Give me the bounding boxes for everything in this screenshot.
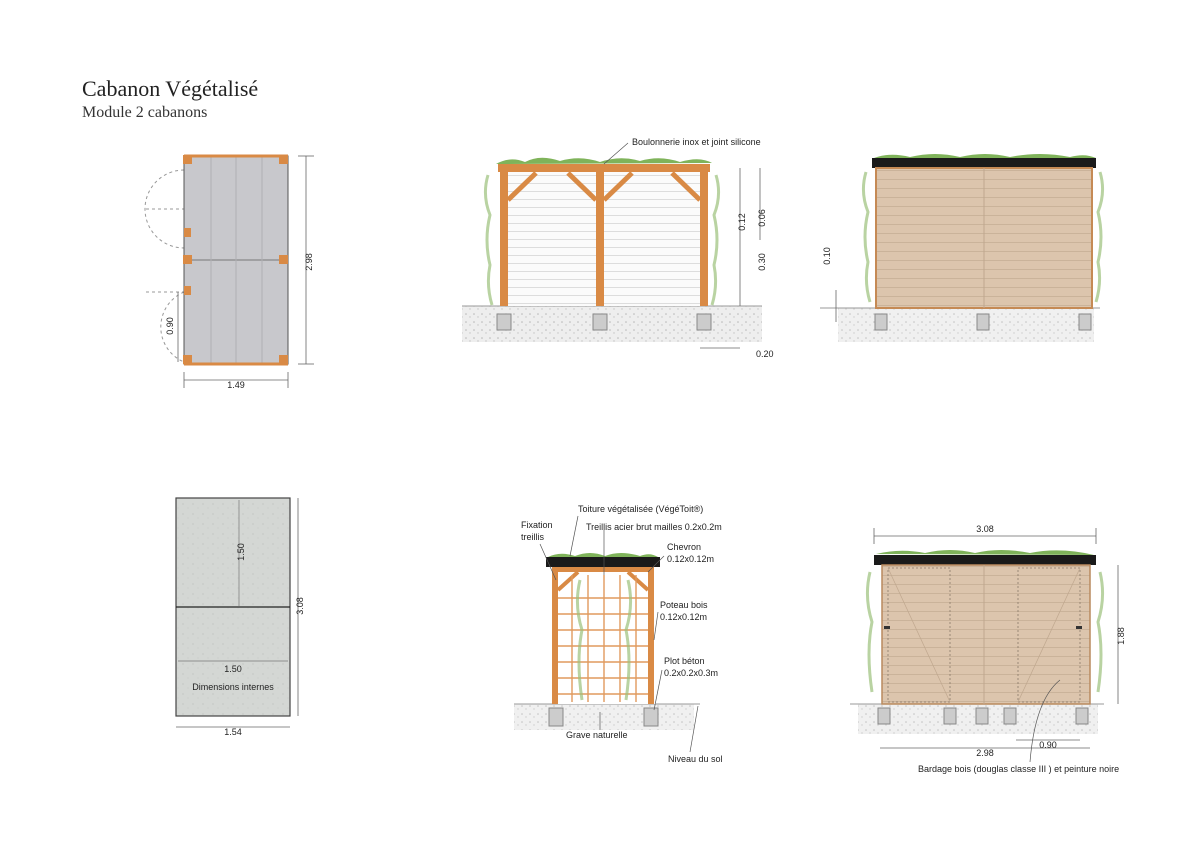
section-plot-label-1: Plot béton <box>664 656 705 666</box>
section-gravel-label: Grave naturelle <box>566 730 628 740</box>
section-chevron-label-1: Chevron <box>667 542 701 552</box>
section-fixation-label-1: Fixation <box>521 520 553 530</box>
back-dim: 0.10 <box>822 247 832 265</box>
section-roof <box>546 557 660 567</box>
front-elevation: Boulonnerie inox et joint silicone 0.12 … <box>462 137 774 359</box>
section-fixation-label-2: treillis <box>521 532 545 542</box>
front-roof-vegetation <box>496 157 712 164</box>
section-plot-label-2: 0.2x0.2x0.3m <box>664 668 718 678</box>
plan-outer-length-dim: 3.08 <box>295 597 305 615</box>
plan-top-length: 2.98 <box>304 253 314 271</box>
front-dim-d: 0.20 <box>756 349 774 359</box>
page-subtitle: Module 2 cabanons <box>82 104 208 121</box>
section-trellis-label: Treillis acier brut mailles 0.2x0.2m <box>586 522 722 532</box>
plan-outer-width-dim: 1.54 <box>224 727 242 737</box>
section-post-label-1: Poteau bois <box>660 600 708 610</box>
plan-top-door-dim: 0.90 <box>165 317 175 335</box>
side-elevation: 3.08 1.88 2.98 0.90 Bardage bois (dougla… <box>850 524 1126 774</box>
plan-top-width: 1.49 <box>227 380 245 390</box>
front-dim-a: 0.12 <box>737 213 747 231</box>
plan-inner-width-dim: 1.50 <box>224 664 242 674</box>
section-post-label-2: 0.12x0.12m <box>660 612 707 622</box>
plan-top-view: 1.49 2.98 0.90 <box>144 154 314 390</box>
front-dim-b: 0.06 <box>757 209 767 227</box>
front-note-bolts: Boulonnerie inox et joint silicone <box>632 137 761 147</box>
front-dim-c: 0.30 <box>757 253 767 271</box>
side-bottom-dim: 2.98 <box>976 748 994 758</box>
section-ground-label: Niveau du sol <box>668 754 723 764</box>
plan-caption: Dimensions internes <box>192 682 274 692</box>
back-elevation: 0.10 <box>820 154 1105 342</box>
side-top-dim: 3.08 <box>976 524 994 534</box>
side-cladding-note: Bardage bois (douglas classe III ) et pe… <box>918 764 1119 774</box>
plan-internal-dimensions: 1.50 1.50 Dimensions internes 1.54 3.08 <box>175 497 305 737</box>
side-height-dim: 1.88 <box>1116 627 1126 645</box>
back-roof <box>872 158 1096 168</box>
side-door-left <box>887 567 951 703</box>
side-door-right <box>1017 567 1081 703</box>
section-chevron-label-2: 0.12x0.12m <box>667 554 714 564</box>
section-roof-label: Toiture végétalisée (VégéToit®) <box>578 504 703 514</box>
side-roof <box>874 555 1096 565</box>
page-title: Cabanon Végétalisé <box>82 76 259 101</box>
section-trellis-grid <box>558 575 648 702</box>
section-view: Toiture végétalisée (VégéToit®) Treillis… <box>514 504 723 764</box>
side-door-dim: 0.90 <box>1039 740 1057 750</box>
plan-inner-half-dim: 1.50 <box>236 543 246 561</box>
